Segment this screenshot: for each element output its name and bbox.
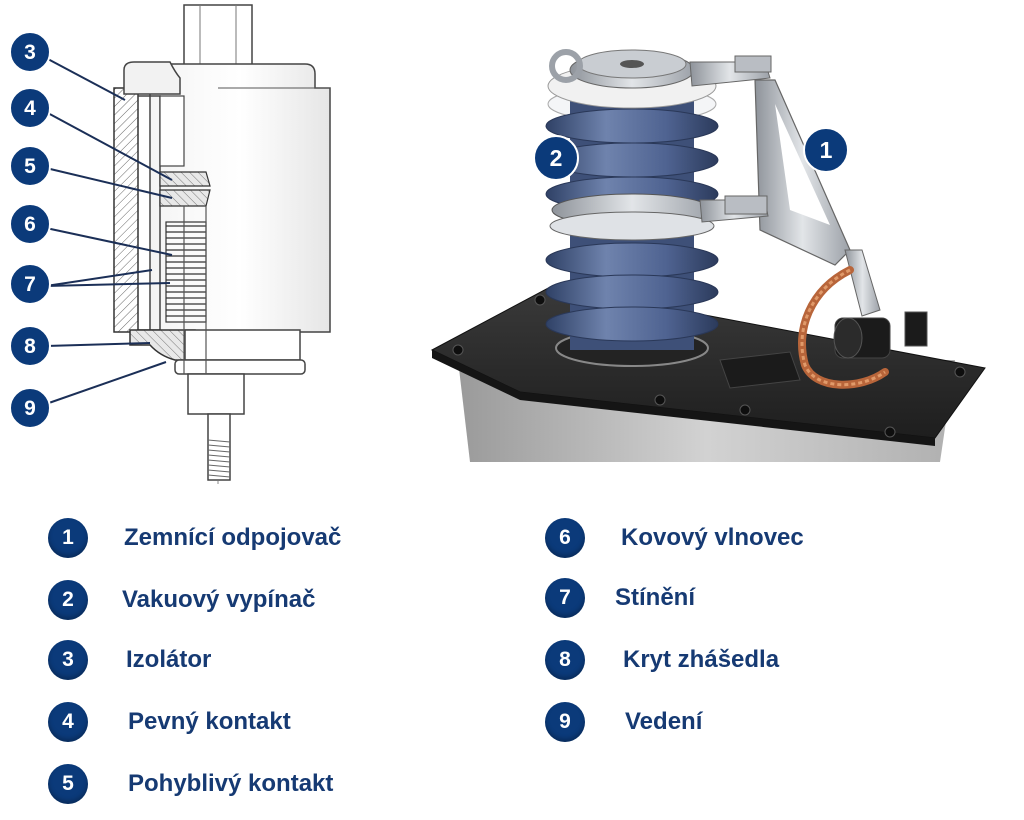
legend-label: Kovový vlnovec bbox=[621, 524, 804, 551]
callout-number: 8 bbox=[24, 335, 36, 358]
section-callout-8: 8 bbox=[9, 325, 51, 367]
callout-number: 1 bbox=[820, 137, 833, 163]
legend-item-9: 9 Vedení bbox=[545, 702, 702, 742]
callout-circle bbox=[9, 145, 51, 187]
legend-badge: 9 bbox=[545, 702, 585, 742]
legend-label: Pevný kontakt bbox=[128, 708, 291, 735]
callout-circle bbox=[9, 325, 51, 367]
legend-badge: 4 bbox=[48, 702, 88, 742]
callout-circle bbox=[533, 135, 579, 181]
legend-label: Izolátor bbox=[126, 646, 212, 673]
legend-label: Pohyblivý kontakt bbox=[128, 770, 334, 797]
photo-callout-2: 2 bbox=[533, 135, 579, 181]
callout-circle bbox=[803, 127, 849, 173]
section-callout-4: 4 bbox=[9, 87, 51, 129]
legend-item-1: 1 Zemnící odpojovač bbox=[48, 518, 341, 558]
callout-circle bbox=[9, 203, 51, 245]
section-callout-5: 5 bbox=[9, 145, 51, 187]
legend-item-3: 3 Izolátor bbox=[48, 640, 211, 680]
legend-item-4: 4 Pevný kontakt bbox=[48, 702, 291, 742]
legend-label: Kryt zhášedla bbox=[623, 646, 780, 673]
legend-badge: 5 bbox=[48, 764, 88, 804]
callout-circle bbox=[9, 31, 51, 73]
section-callouts: 3 4 5 6 7 8 9 bbox=[9, 31, 51, 429]
callout-number: 9 bbox=[24, 397, 36, 420]
legend-item-5: 5 Pohyblivý kontakt bbox=[48, 764, 333, 804]
legend-item-6: 6 Kovový vlnovec bbox=[545, 518, 804, 558]
legend-item-7: 7 Stínění bbox=[545, 578, 695, 618]
section-callout-9: 9 bbox=[9, 387, 51, 429]
legend-badge: 8 bbox=[545, 640, 585, 680]
legend-item-8: 8 Kryt zhášedla bbox=[545, 640, 779, 680]
callout-circle bbox=[9, 87, 51, 129]
section-callout-7: 7 bbox=[9, 263, 51, 305]
section-callout-6: 6 bbox=[9, 203, 51, 245]
callout-number: 3 bbox=[24, 41, 36, 64]
callout-number: 7 bbox=[24, 273, 36, 296]
legend-badge: 2 bbox=[48, 580, 88, 620]
legend-label: Stínění bbox=[615, 584, 696, 611]
legend-badge: 3 bbox=[48, 640, 88, 680]
legend-item-2: 2 Vakuový vypínač bbox=[48, 580, 315, 620]
callout-number: 6 bbox=[24, 213, 36, 236]
legend-badge: 1 bbox=[48, 518, 88, 558]
section-leader-lines bbox=[45, 57, 173, 405]
legend-label: Vakuový vypínač bbox=[122, 586, 316, 613]
callout-number: 4 bbox=[24, 97, 36, 120]
callout-circle bbox=[9, 263, 51, 305]
legend-badge: 7 bbox=[545, 578, 585, 618]
section-callout-3: 3 bbox=[9, 31, 51, 73]
legend-badge: 6 bbox=[545, 518, 585, 558]
photo-callout-1: 1 bbox=[803, 127, 849, 173]
section-view-drawing bbox=[113, 4, 331, 485]
legend-label: Zemnící odpojovač bbox=[124, 524, 342, 551]
callout-number: 2 bbox=[550, 145, 563, 171]
legend-label: Vedení bbox=[625, 708, 703, 735]
callout-circle bbox=[9, 387, 51, 429]
callout-number: 5 bbox=[24, 155, 36, 178]
breaker-assembly-illustration bbox=[430, 49, 986, 462]
